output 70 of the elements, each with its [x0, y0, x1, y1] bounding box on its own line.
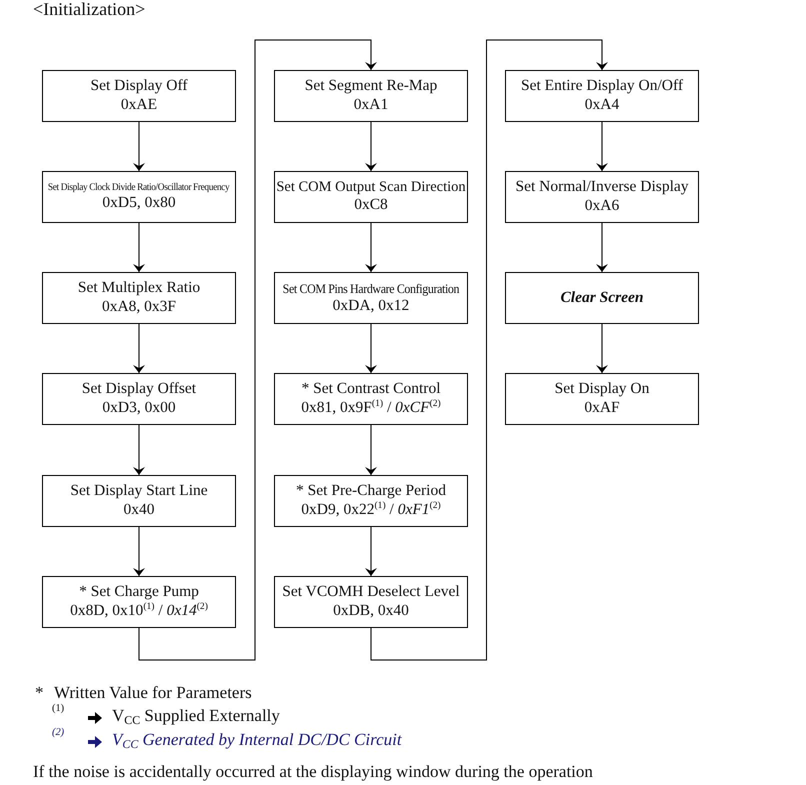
footnote-mark: (1) [52, 703, 64, 716]
arrow [133, 122, 145, 172]
step-name: * Set Pre-Charge Period [296, 482, 446, 500]
footnote-text: V$_{CC}$ Generated by Internal DC/DC Circuit [112, 730, 402, 752]
step-name: Set VCOMH Deselect Level [282, 583, 460, 602]
command-code: 0x8D, 0x10$^{(1)}$ / 0x14$^{(2)}$ [70, 601, 208, 622]
step-name: Set COM Output Scan Direction [276, 179, 466, 196]
arrow [365, 222, 377, 272]
step-name: Set Entire Display On/Off [520, 77, 683, 96]
command-code: 0xA6 [584, 197, 620, 216]
step-name: * Set Contrast Control [301, 380, 441, 398]
process-box [505, 272, 699, 324]
process-box [42, 373, 236, 425]
step-name: Clear Screen [560, 288, 644, 308]
arrow [370, 40, 608, 660]
command-code: 0xDA, 0x12 [332, 296, 410, 316]
process-box [42, 576, 236, 628]
process-box [505, 171, 699, 223]
command-code: 0xD5, 0x80 [102, 194, 176, 212]
arrow [133, 424, 145, 476]
step-name: Set Normal/Inverse Display [515, 178, 689, 197]
command-code: 0xAE [120, 96, 158, 115]
process-box [42, 171, 236, 223]
diagram-title: <Initialization> [33, 0, 146, 20]
command-code: 0xA1 [354, 96, 388, 115]
process-box [274, 272, 468, 324]
process-box [274, 70, 468, 122]
process-box [42, 272, 236, 324]
process-box [274, 171, 468, 223]
command-code: 0xC8 [354, 196, 388, 215]
arrow [133, 526, 145, 576]
step-name: Set Display On [554, 380, 650, 399]
command-code: 0xA8, 0x3F [102, 298, 176, 317]
process-box [274, 475, 468, 527]
arrow [133, 324, 145, 374]
process-box [505, 70, 699, 122]
process-box [274, 576, 468, 628]
arrow [133, 222, 145, 272]
body-text: If the noise is accidentally occurred at the displaying window during the operation [33, 762, 593, 782]
process-box [42, 70, 236, 122]
step-name: Set Display Off [90, 77, 188, 96]
arrow [138, 40, 377, 660]
asterisk-mark: * [35, 683, 44, 703]
command-code: 0xDB, 0x40 [333, 602, 409, 621]
process-box [42, 475, 236, 527]
step-name: * Set Charge Pump [79, 582, 199, 602]
command-code: 0x81, 0x9F$^{(1)}$ / 0xCF$^{(2)}$ [301, 398, 441, 418]
step-name: Set Display Clock Divide Ratio/Oscillator Frequency [48, 182, 230, 194]
step-name: Set Display Offset [82, 380, 196, 399]
arrow [365, 424, 377, 476]
arrow [365, 324, 377, 374]
step-name: Set Segment Re-Map [304, 77, 438, 96]
command-code: 0xAF [584, 399, 620, 418]
command-code: 0xD9, 0x22$^{(1)}$ / 0xF1$^{(2)}$ [301, 500, 441, 520]
arrow [365, 526, 377, 576]
step-name: Set Display Start Line [70, 482, 208, 501]
footnote-mark: (2) [52, 727, 64, 740]
process-box [505, 373, 699, 425]
arrow [596, 122, 608, 172]
footnote-text: V$_{CC}$ Supplied Externally [112, 706, 280, 728]
step-name: Set COM Pins Hardware Configuration [282, 280, 460, 296]
arrow [596, 324, 608, 374]
command-code: 0x40 [124, 501, 154, 520]
command-code: 0xD3, 0x00 [102, 399, 176, 418]
process-box [274, 373, 468, 425]
arrow [596, 222, 608, 272]
footnote-text: Written Value for Parameters [54, 683, 252, 703]
step-name: Set Multiplex Ratio [78, 279, 200, 298]
command-code: 0xA4 [584, 96, 620, 115]
arrow [365, 122, 377, 172]
